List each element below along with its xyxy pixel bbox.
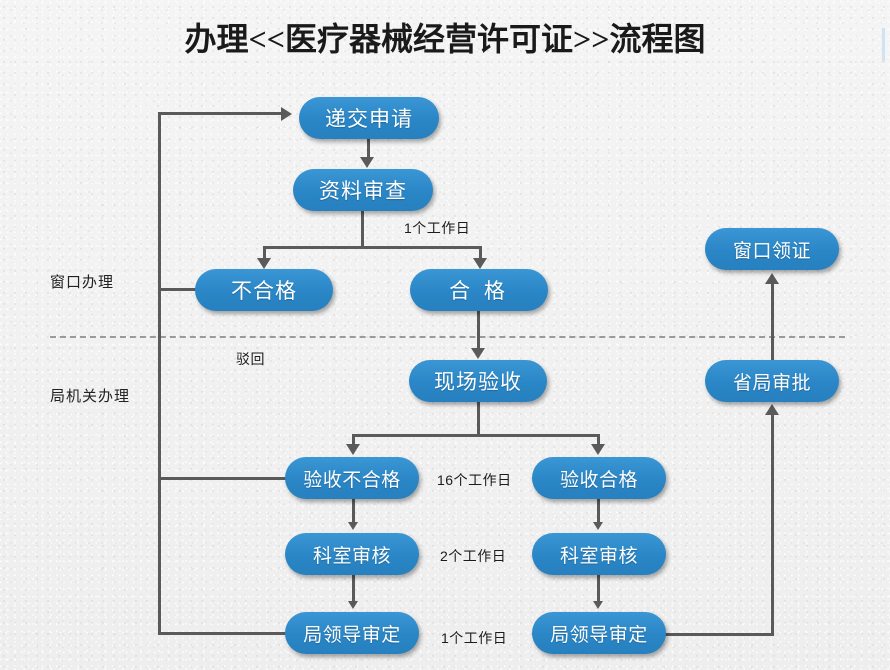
node-unqualified[interactable]: 不合格 <box>195 269 333 311</box>
edge-label-one-day-top: 1个工作日 <box>404 220 471 236</box>
feedback-from-unqualified <box>158 288 203 291</box>
node-onsite-check[interactable]: 现场验收 <box>409 360 547 402</box>
node-window-certificate[interactable]: 窗口领证 <box>705 228 839 270</box>
node-dept-review-right[interactable]: 科室审核 <box>532 533 666 575</box>
edge-label-reject: 驳回 <box>236 351 265 367</box>
arrowhead-check-fail <box>346 444 360 455</box>
arrowhead-leader-right <box>593 601 603 609</box>
connector-up-to-province <box>771 415 774 634</box>
node-qualified[interactable]: 合 格 <box>410 269 548 311</box>
zone-divider <box>50 336 845 338</box>
connector-onsite-bus <box>352 434 600 437</box>
node-province-approval[interactable]: 省局审批 <box>705 360 839 402</box>
connector-doc-review-down <box>361 211 364 247</box>
connector-split-bus <box>263 246 481 249</box>
arrowhead-province <box>765 404 779 415</box>
connector-province-to-window-cert <box>771 284 774 361</box>
node-leader-approval-right[interactable]: 局领导审定 <box>532 612 666 654</box>
connector-fail-to-dept <box>352 499 355 523</box>
connector-split-right <box>479 246 482 261</box>
node-leader-approval-left[interactable]: 局领导审定 <box>285 612 419 654</box>
arrowhead-leader-left <box>348 601 358 609</box>
arrowhead-window-cert <box>765 273 779 284</box>
connector-split-left <box>263 246 266 261</box>
feedback-from-check-fail <box>158 477 293 480</box>
side-label-window-handling: 窗口办理 <box>50 274 115 291</box>
page-title: 办理<<医疗器械经营许可证>>流程图 <box>184 21 706 57</box>
side-label-bureau-handling: 局机关办理 <box>50 388 131 405</box>
node-check-fail[interactable]: 验收不合格 <box>285 457 419 499</box>
arrowhead-dept-review-left <box>348 522 358 530</box>
node-dept-review-left[interactable]: 科室审核 <box>285 533 419 575</box>
edge-label-sixteen-days: 16个工作日 <box>437 472 512 488</box>
feedback-top-to-submit <box>158 112 282 115</box>
node-check-pass[interactable]: 验收合格 <box>532 457 666 499</box>
right-edge-stub <box>882 28 885 61</box>
arrowhead-submit <box>281 107 292 121</box>
arrowhead-doc-review <box>360 157 374 168</box>
feedback-from-leader-left <box>158 632 293 635</box>
arrowhead-check-pass <box>591 444 605 455</box>
edge-label-one-day-bottom: 1个工作日 <box>441 630 508 646</box>
arrowhead-unqualified <box>257 258 271 269</box>
connector-dept-to-leader-right <box>597 575 600 602</box>
connector-leader-right-out <box>664 633 774 636</box>
connector-submit-to-doc-review <box>367 139 370 158</box>
connector-onsite-left <box>352 434 355 446</box>
node-submit[interactable]: 递交申请 <box>299 97 439 139</box>
edge-label-two-days: 2个工作日 <box>440 548 507 564</box>
arrowhead-dept-review-right <box>593 522 603 530</box>
connector-onsite-down <box>477 402 480 435</box>
connector-qualified-to-onsite <box>477 311 480 349</box>
arrowhead-onsite-check <box>471 348 485 359</box>
node-doc-review[interactable]: 资料审查 <box>293 169 433 211</box>
arrowhead-qualified <box>473 258 487 269</box>
connector-onsite-right <box>597 434 600 446</box>
feedback-spine-left <box>158 112 161 634</box>
connector-dept-to-leader-left <box>352 575 355 602</box>
connector-pass-to-dept <box>597 499 600 523</box>
